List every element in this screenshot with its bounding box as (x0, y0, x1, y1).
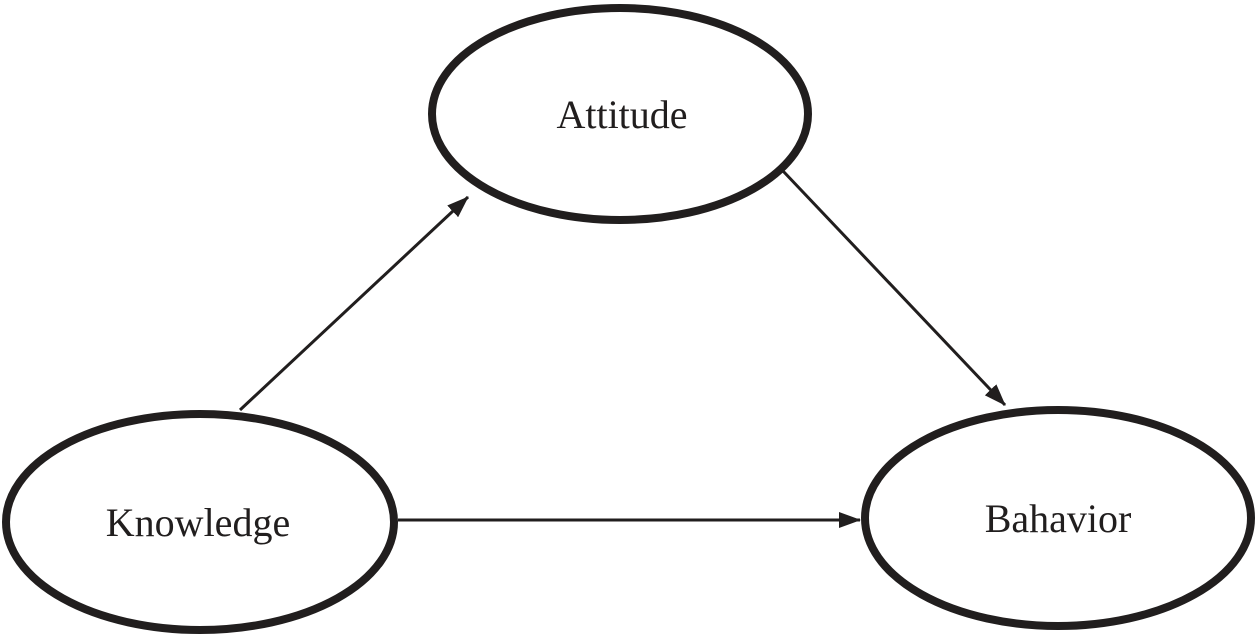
node-attitude: Attitude (428, 4, 812, 224)
bahavior-ellipse (861, 406, 1255, 630)
node-bahavior: Bahavior (861, 406, 1255, 630)
node-knowledge: Knowledge (2, 410, 398, 634)
bahavior-label: Bahavior (985, 496, 1132, 541)
edge-attitude-to-bahavior-line (781, 169, 1007, 407)
edge-attitude-to-bahavior (781, 169, 1007, 407)
attitude-label: Attitude (556, 92, 687, 137)
attitude-ellipse (428, 4, 812, 224)
knowledge-ellipse (2, 410, 398, 634)
edge-knowledge-to-attitude-line (238, 195, 470, 412)
knowledge-label: Knowledge (106, 500, 290, 545)
edge-knowledge-to-attitude (238, 195, 470, 412)
